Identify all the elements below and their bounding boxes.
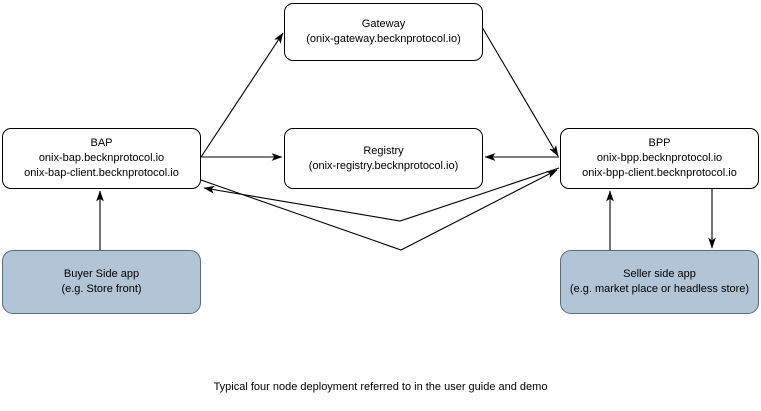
- node-bpp-host: onix-bpp.becknprotocol.io: [596, 152, 723, 164]
- edge-gateway-to-bpp: [481, 26, 559, 157]
- node-gateway-title: Gateway: [361, 18, 406, 30]
- node-seller-side-app-title: Seller side app: [623, 268, 696, 280]
- node-bap[interactable]: BAP onix-bap.becknprotocol.io onix-bap-c…: [2, 128, 201, 189]
- node-bap-title: BAP: [90, 137, 113, 149]
- node-seller-side-app-subtitle: (e.g. market place or headless store): [569, 283, 750, 295]
- node-bpp-title: BPP: [648, 137, 671, 149]
- edge-bap-to-gateway: [200, 32, 284, 158]
- node-gateway[interactable]: Gateway (onix-gateway.becknprotocol.io): [284, 3, 483, 61]
- node-registry[interactable]: Registry (onix-registry.becknprotocol.io…: [284, 128, 483, 189]
- node-seller-side-app[interactable]: Seller side app (e.g. market place or he…: [560, 250, 759, 314]
- node-buyer-side-app-title: Buyer Side app: [63, 268, 140, 280]
- node-bpp[interactable]: BPP onix-bpp.becknprotocol.io onix-bpp-c…: [560, 128, 759, 189]
- node-registry-title: Registry: [363, 144, 404, 157]
- diagram-caption: Typical four node deployment referred to…: [213, 381, 548, 393]
- node-buyer-side-app[interactable]: Buyer Side app (e.g. Store front): [2, 250, 201, 314]
- node-gateway-host: (onix-gateway.becknprotocol.io): [306, 33, 461, 45]
- node-bap-host-client: onix-bap-client.becknprotocol.io: [24, 167, 179, 179]
- node-bap-host: onix-bap.becknprotocol.io: [38, 152, 165, 164]
- node-bpp-host-client: onix-bpp-client.becknprotocol.io: [582, 167, 737, 179]
- node-registry-host: (onix-registry.becknprotocol.io): [308, 159, 459, 172]
- node-buyer-side-app-subtitle: (e.g. Store front): [61, 283, 142, 295]
